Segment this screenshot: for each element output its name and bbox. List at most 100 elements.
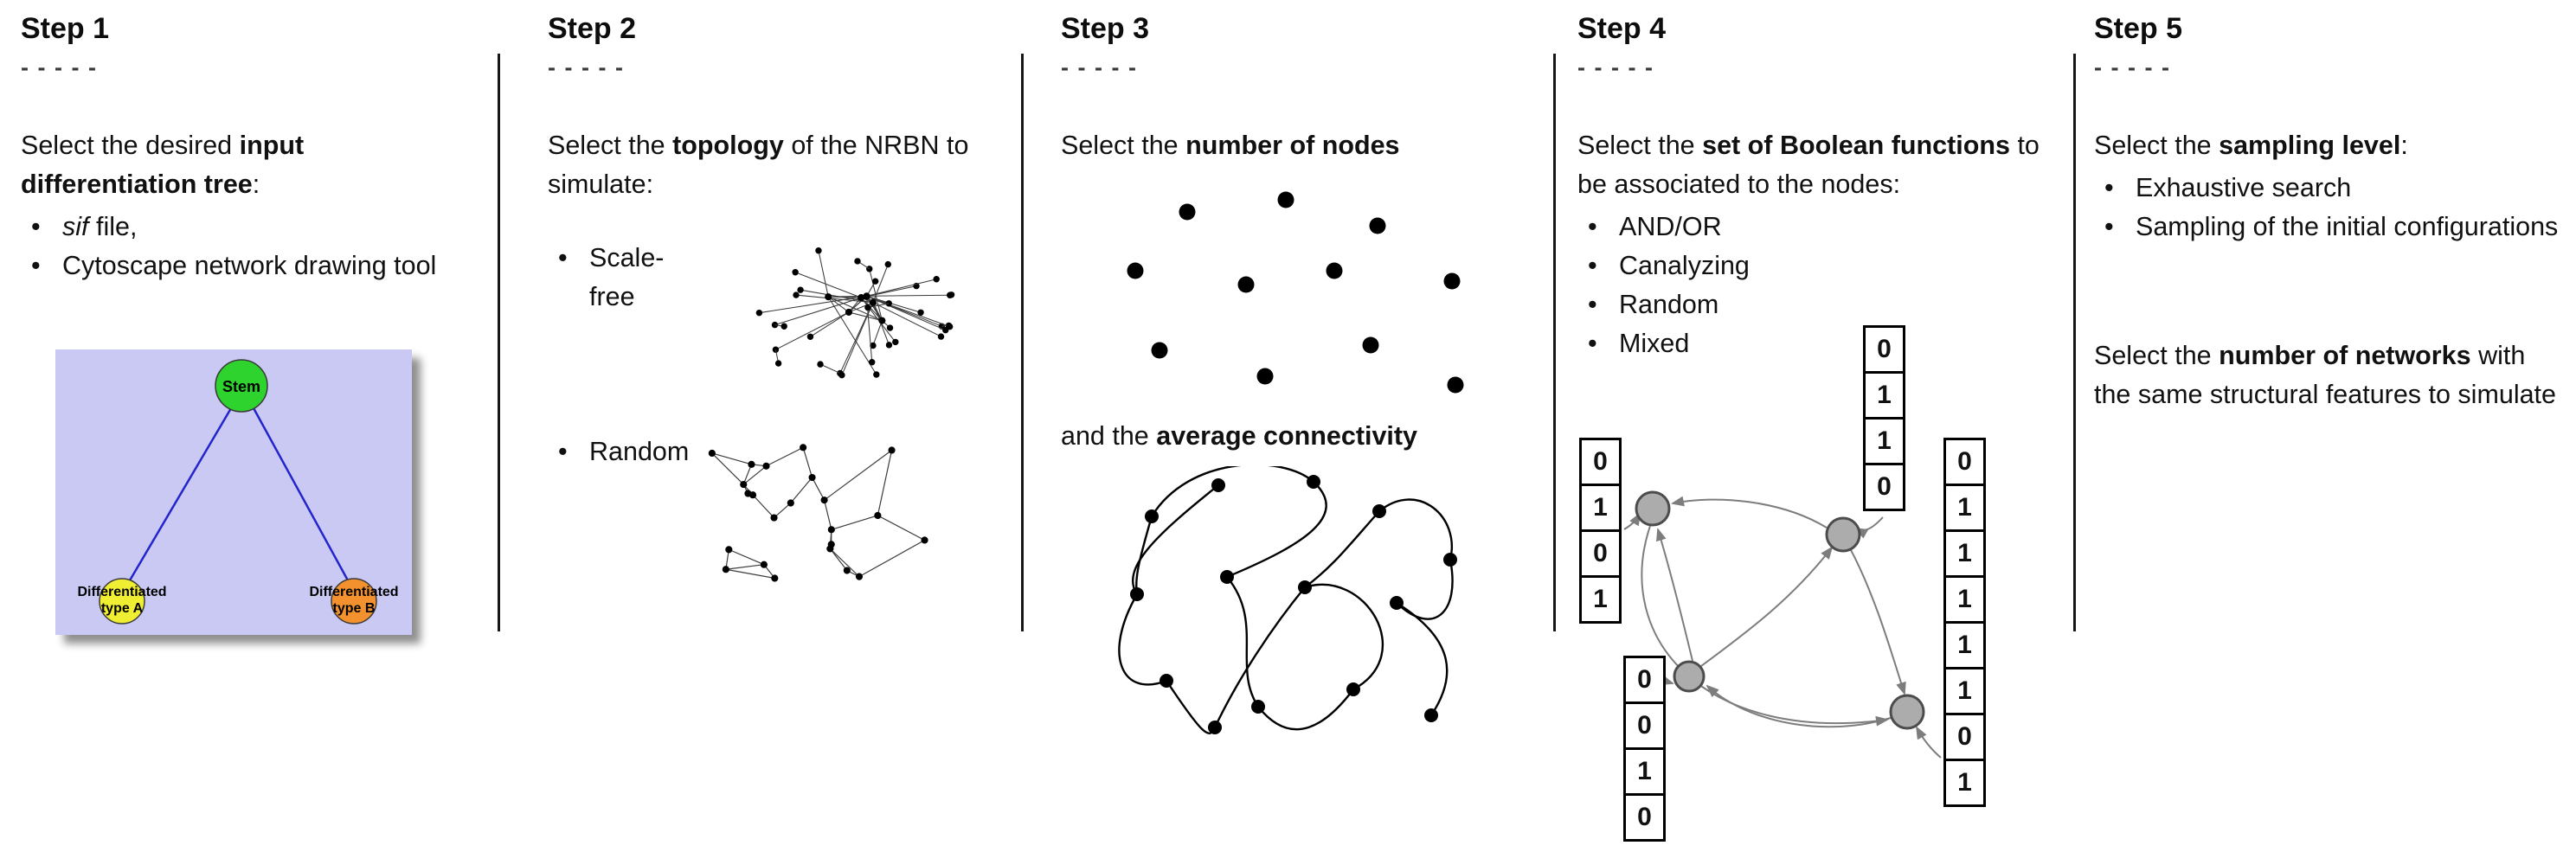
truth-table-cell: 0 <box>1623 701 1666 750</box>
node-dot <box>1179 204 1196 221</box>
step-3-column: Step 3 - - - - - Select the number of no… <box>1061 0 1539 743</box>
network-node <box>1891 695 1924 728</box>
topology-option-list: Random <box>548 424 699 471</box>
sampling-options: Exhaustive search Sampling of the initia… <box>2094 169 2568 247</box>
step-2-title: Step 2 <box>548 12 1006 46</box>
topology-option-list: Scale-free <box>548 223 699 317</box>
step-4-column: Step 4 - - - - - Select the set of Boole… <box>1577 0 2066 363</box>
step-5-title: Step 5 <box>2094 12 2568 46</box>
truth-table-cell: 1 <box>1943 529 1986 578</box>
truth-table-cell: 0 <box>1863 463 1905 511</box>
item-text: Sampling of the initial configurations <box>2136 212 2558 241</box>
truth-table-cell: 1 <box>1579 575 1622 624</box>
step-1-options: sif file, Cytoscape network drawing tool <box>21 208 481 285</box>
column-divider <box>1553 54 1556 631</box>
differentiation-tree-figure: Stem Differentiated type A Differentiate… <box>55 349 412 635</box>
scale-free-row: Scale-free <box>548 220 1006 417</box>
step-5-instruction: Select the sampling level: <box>2094 126 2568 165</box>
step-3-instruction: Select the number of nodes <box>1061 126 1539 165</box>
truth-table-bottom-left: 0 0 1 0 <box>1623 656 1666 842</box>
column-divider <box>498 54 500 631</box>
truth-table-left: 0 1 0 1 <box>1579 438 1622 624</box>
network-edge <box>1658 529 1693 661</box>
random-network-figure <box>699 420 941 606</box>
truth-table-cell: 1 <box>1863 417 1905 465</box>
node-dot <box>1238 277 1255 293</box>
step-1-title: Step 1 <box>21 12 481 46</box>
network-node <box>1636 492 1669 525</box>
truth-table-top: 0 1 1 0 <box>1863 325 1905 511</box>
italic-text: sif <box>62 212 89 241</box>
truth-table-cell: 0 <box>1623 656 1666 704</box>
list-item-exhaustive-search: Exhaustive search <box>2094 169 2568 208</box>
column-divider <box>2073 54 2076 631</box>
list-item-scale-free: Scale-free <box>548 239 699 317</box>
list-item-and-or: AND/OR <box>1577 208 2066 247</box>
type-b-label-line1: Differentiated <box>309 585 398 599</box>
truth-table-cell: 0 <box>1623 793 1666 842</box>
network-edge <box>1701 548 1832 666</box>
step-4-instruction: Select the set of Boolean functions to b… <box>1577 126 2066 204</box>
truth-table-cell: 1 <box>1943 667 1986 715</box>
instruction-bold: sampling level <box>2219 131 2400 160</box>
truth-table-cell: 0 <box>1579 438 1622 486</box>
type-a-label-line1: Differentiated <box>77 585 166 599</box>
truth-table-cell: 0 <box>1943 713 1986 761</box>
node-dot <box>1448 377 1464 394</box>
instruction-text: Select the <box>548 131 672 160</box>
step-2-dashes: - - - - - <box>548 54 1006 81</box>
network-edge <box>1850 548 1905 694</box>
list-item-random: Random <box>548 432 699 471</box>
list-item-cytoscape: Cytoscape network drawing tool <box>21 247 481 285</box>
item-text: Canalyzing <box>1619 251 1750 280</box>
type-a-label-line2: type A <box>101 601 144 616</box>
step-3-title: Step 3 <box>1061 12 1539 46</box>
instruction-text: Select the <box>2094 131 2219 160</box>
instruction-text: Select the desired <box>21 131 240 160</box>
network-edge <box>1673 500 1827 528</box>
list-item-canalyzing: Canalyzing <box>1577 247 2066 285</box>
node-dot <box>1327 263 1343 279</box>
step-5-dashes: - - - - - <box>2094 54 2568 81</box>
stem-node-label: Stem <box>222 378 260 395</box>
instruction-text: : <box>253 170 260 199</box>
step-1-column: Step 1 - - - - - Select the desired inpu… <box>21 0 481 635</box>
step-1-instruction: Select the desired input differentiation… <box>21 126 481 204</box>
column-divider <box>1021 54 1024 631</box>
instruction-bold: topology <box>672 131 784 160</box>
node-dot <box>1363 337 1379 354</box>
node-dot <box>1152 343 1168 359</box>
instruction-text: Select the <box>1577 131 1702 160</box>
instruction-bold: number of networks <box>2219 341 2470 370</box>
step-2-column: Step 2 - - - - - Select the topology of … <box>548 0 1006 606</box>
truth-table-cell: 1 <box>1943 621 1986 669</box>
node-dot <box>1278 192 1294 208</box>
network-node <box>1674 662 1704 691</box>
connectivity-tangle-figure <box>1087 466 1476 743</box>
truth-table-cell: 1 <box>1943 484 1986 532</box>
node-dot <box>1444 273 1461 290</box>
truth-table-right: 0 1 1 1 1 1 0 1 <box>1943 438 1986 807</box>
step-4-dashes: - - - - - <box>1577 54 2066 81</box>
network-node <box>1827 518 1860 551</box>
item-text: Scale-free <box>589 243 664 311</box>
node-dot <box>1257 368 1274 385</box>
step-1-dashes: - - - - - <box>21 54 481 81</box>
step-5-instruction-2: Select the number of networks with the s… <box>2094 336 2568 414</box>
instruction-bold: number of nodes <box>1185 131 1399 160</box>
instruction-text: and the <box>1061 421 1156 451</box>
scale-free-network-figure <box>699 220 959 417</box>
step-5-column: Step 5 - - - - - Select the sampling lev… <box>2094 0 2568 414</box>
step-3-instruction-2: and the average connectivity <box>1061 417 1539 456</box>
truth-table-cell: 1 <box>1579 484 1622 532</box>
step-3-dashes: - - - - - <box>1061 54 1539 81</box>
step-4-title: Step 4 <box>1577 12 2066 46</box>
instruction-bold: set of Boolean functions <box>1702 131 2010 160</box>
item-text: Exhaustive search <box>2136 173 2351 202</box>
truth-table-cell: 1 <box>1943 575 1986 624</box>
network-edge <box>1917 727 1941 758</box>
truth-table-cell: 0 <box>1579 529 1622 578</box>
node-dot <box>1127 263 1144 279</box>
truth-table-cell: 1 <box>1623 747 1666 796</box>
